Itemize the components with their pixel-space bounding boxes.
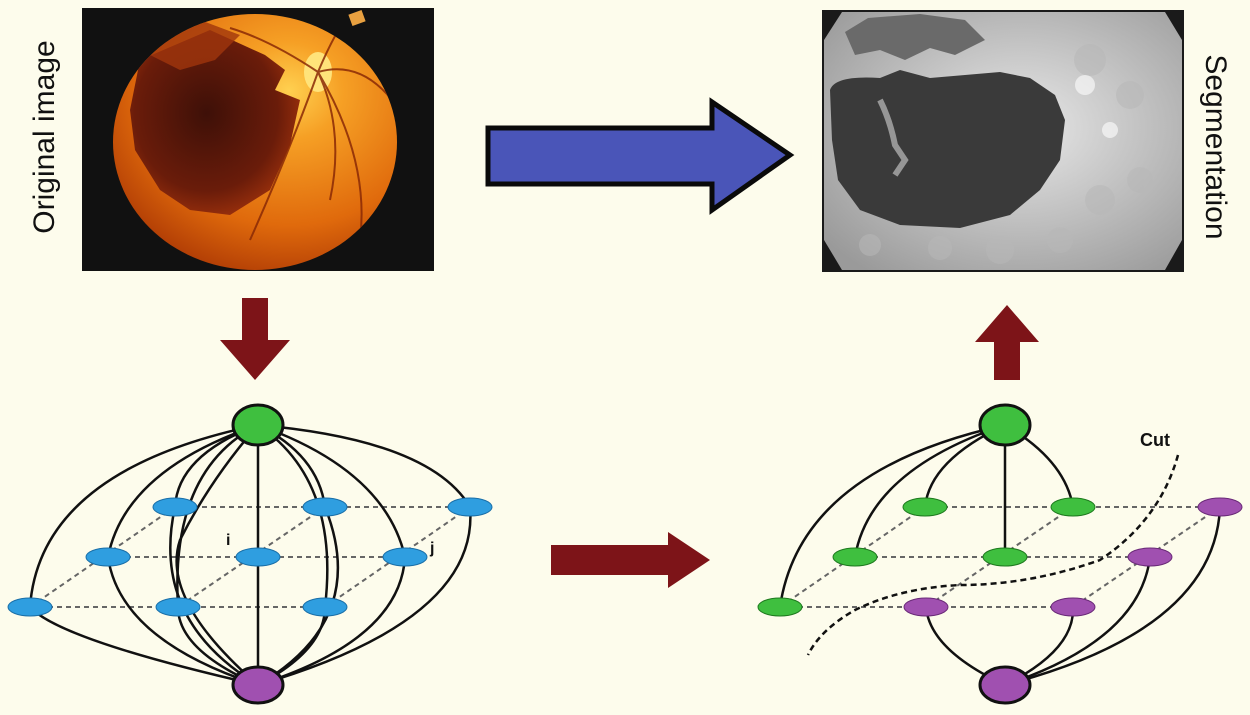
source-node: [231, 403, 285, 447]
mid-right-arrow: [551, 532, 710, 588]
cut-label: Cut: [1140, 430, 1170, 450]
right-source-node: [978, 403, 1032, 447]
right-sink-node: [978, 665, 1032, 705]
original-image-label: Original image: [28, 40, 61, 234]
sink-node: [231, 665, 285, 705]
right-graph: Cut: [757, 403, 1243, 705]
original-image: [82, 8, 434, 271]
up-arrow: [975, 305, 1039, 380]
cut-line: [806, 454, 1180, 656]
node-j-label: j: [429, 540, 434, 557]
down-arrow: [220, 298, 290, 380]
segmentation-image: [822, 10, 1184, 272]
node-i-label: i: [226, 532, 230, 549]
segmentation-label: Segmentation: [1199, 54, 1232, 240]
left-graph: i j: [7, 403, 493, 705]
big-right-arrow: [485, 97, 795, 215]
